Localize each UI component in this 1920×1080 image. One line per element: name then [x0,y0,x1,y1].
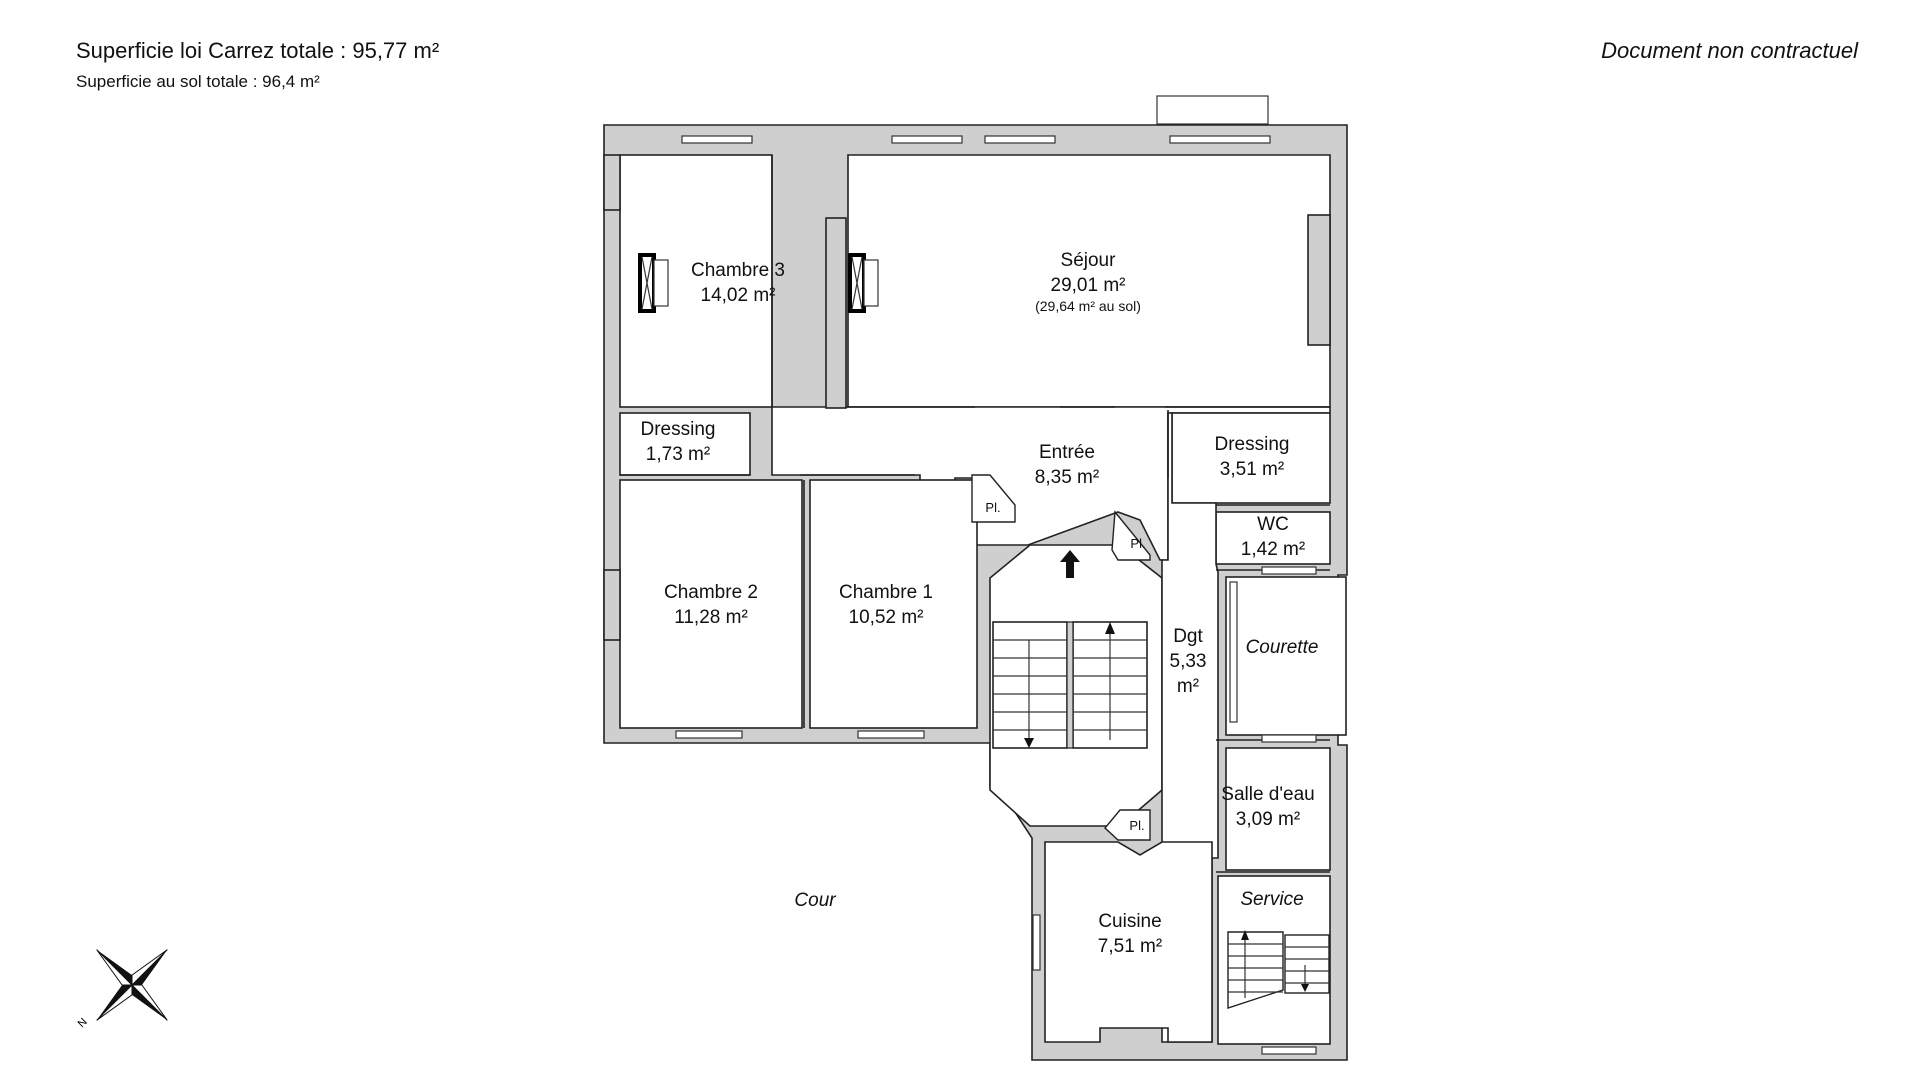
main-staircase [992,621,1148,749]
chambre-2-area: 11,28 m² [674,607,748,628]
room-chambre-1 [809,479,978,729]
salle-eau-name: Salle d'eau [1221,784,1314,805]
compass-icon [96,949,168,1021]
wc-area: 1,42 m² [1241,539,1305,560]
sejour-area: 29,01 m² [1051,275,1126,296]
fireplace-sejour [848,253,879,313]
cuisine-name: Cuisine [1098,911,1161,932]
dgt-name: Dgt [1173,626,1203,647]
courette-area [1225,576,1347,736]
cour-name: Cour [794,890,836,911]
salle-eau-area: 3,09 m² [1236,809,1300,830]
dressing-right-name: Dressing [1215,434,1290,455]
dgt-area: 5,33 [1170,651,1207,672]
surface-carrez-total: Superficie loi Carrez totale : 95,77 m² [76,38,440,63]
surface-sol-total: Superficie au sol totale : 96,4 m² [76,72,320,91]
room-chambre-3 [619,154,773,408]
entry-arrow-icon [1060,550,1080,578]
placards [971,474,1151,841]
balcony [1156,95,1269,125]
room-cuisine [1044,841,1213,1043]
fireplace-chambre-3 [638,253,669,313]
courette-name: Courette [1246,637,1319,658]
chambre-1-name: Chambre 1 [839,582,933,603]
dressing-left-name: Dressing [641,419,716,440]
placard-label: Pl. [985,500,1000,515]
sejour-note: (29,64 m² au sol) [1035,298,1141,314]
placard-label: Pl. [1129,818,1144,833]
sejour-name: Séjour [1061,250,1117,271]
entree-name: Entrée [1039,442,1095,463]
room-chambre-2 [619,479,803,729]
placard-label: Pl. [1130,536,1145,551]
chambre-3-name: Chambre 3 [691,260,785,281]
chambre-3-area: 14,02 m² [701,285,776,306]
entree-area: 8,35 m² [1035,467,1099,488]
chambre-1-area: 10,52 m² [849,607,924,628]
chambre-2-name: Chambre 2 [664,582,758,603]
dressing-right-area: 3,51 m² [1220,459,1284,480]
service-staircase [1227,930,1330,1009]
wc-name: WC [1257,514,1289,535]
windows [675,135,1317,1055]
room-dressing-right [1171,412,1331,504]
room-dressing-left [619,412,751,476]
dressing-left-area: 1,73 m² [646,444,710,465]
room-salle-deau [1225,747,1331,871]
service-name: Service [1240,889,1303,910]
partitions [603,154,1331,873]
compass-north-label: N [76,1016,90,1030]
disclaimer-text: Document non contractuel [1601,38,1858,63]
cuisine-area: 7,51 m² [1098,936,1162,957]
dgt-area-unit: m² [1177,676,1199,697]
